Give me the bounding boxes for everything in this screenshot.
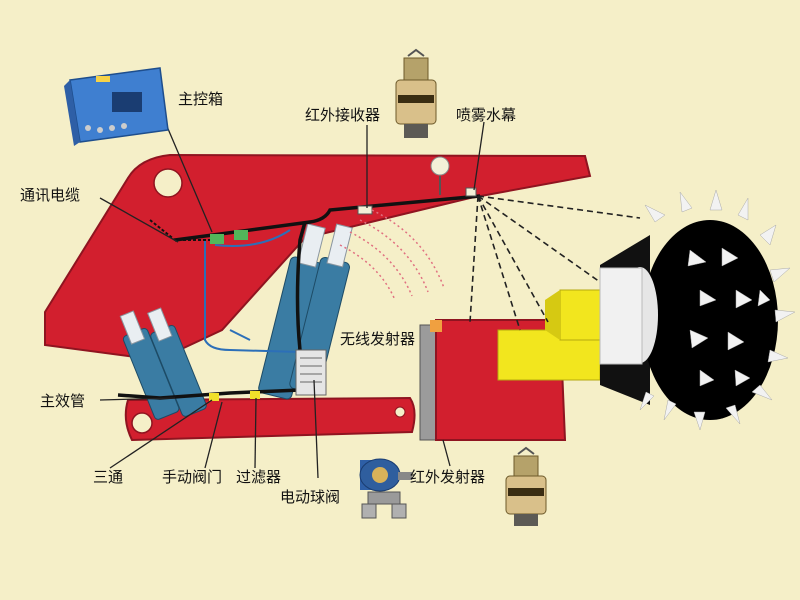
- base-hole: [131, 412, 153, 434]
- spray-nozzle: [465, 187, 477, 197]
- leader-lines: [99, 109, 485, 479]
- valve-manifold: [295, 349, 327, 396]
- label-tee: 三通: [93, 468, 124, 486]
- electric-ball-valve-icon: [359, 458, 412, 519]
- blue-hoses: [204, 229, 301, 353]
- base-bolt: [394, 406, 406, 418]
- yellow-block-side: [545, 290, 560, 340]
- cutter-drum-icon: [599, 189, 796, 431]
- control-box-icon: [64, 67, 169, 146]
- ir-transmitter-icon: [505, 446, 547, 526]
- wireless-tx-unit: [430, 320, 442, 332]
- wireless-signal-arcs: [339, 209, 445, 301]
- arm-hole: [153, 168, 183, 198]
- spray-lines: [469, 195, 641, 331]
- junction-box: [234, 230, 248, 240]
- label-ir-transmitter: 红外发射器: [410, 468, 486, 486]
- ir-receiver-mount: [357, 205, 373, 215]
- label-main-pipe: 主效管: [40, 392, 86, 410]
- label-filter: 过滤器: [236, 468, 282, 486]
- junction-box: [210, 234, 224, 244]
- machine-arm: [44, 153, 592, 362]
- tee-fitting: [209, 393, 219, 401]
- label-electric-ball-valve: 电动球阀: [280, 488, 341, 506]
- label-main-control-box: 主控箱: [178, 90, 224, 108]
- label-spray-curtain: 喷雾水幕: [456, 106, 517, 124]
- signal-ball: [430, 156, 450, 176]
- label-wireless-tx: 无线发射器: [340, 330, 416, 348]
- ir-receiver-icon: [395, 48, 437, 138]
- label-ir-receiver: 红外接收器: [305, 106, 381, 124]
- manual-valve-fitting: [250, 391, 260, 399]
- label-comm-cable: 通讯电缆: [20, 186, 81, 204]
- label-manual-valve: 手动阀门: [162, 468, 223, 486]
